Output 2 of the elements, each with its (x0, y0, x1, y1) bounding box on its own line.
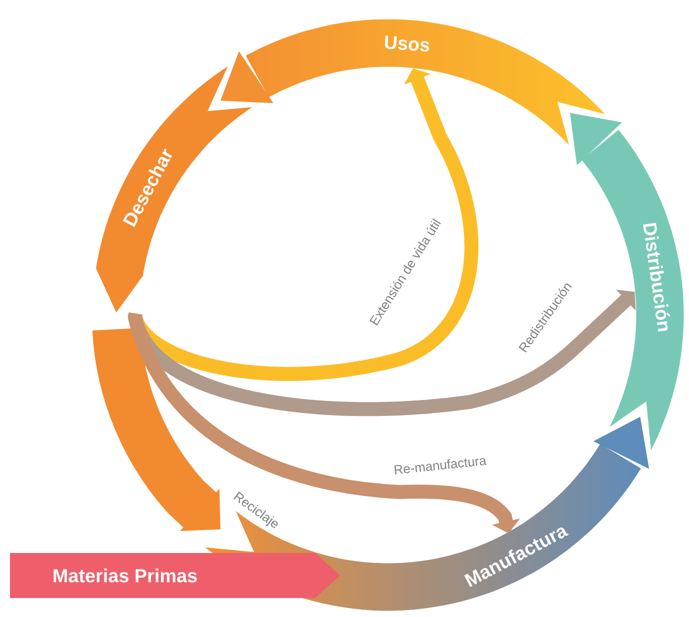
node-label: Materias Primas (54, 568, 197, 582)
edge-label: Re-manufactura (394, 458, 487, 474)
